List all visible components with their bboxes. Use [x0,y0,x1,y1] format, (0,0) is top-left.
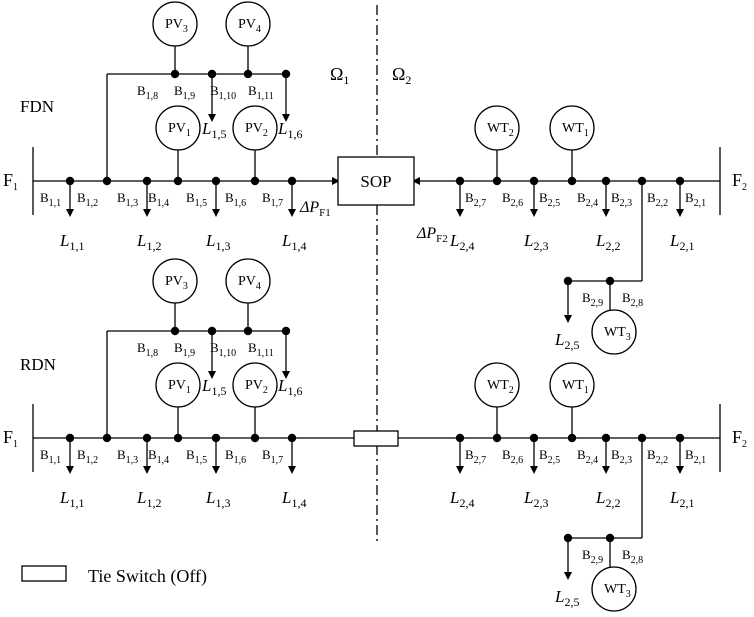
load-label: L1,4 [281,488,306,510]
bus-label: B1,4 [148,447,169,466]
load-label: L2,4 [449,231,474,253]
rdn-label: RDN [20,355,56,374]
wt3-generator-circle [591,309,637,355]
wt3-generator-label: WT3 [604,325,631,343]
load-label: L2,4 [449,488,474,510]
bus-label: B2,3 [611,447,632,466]
wt1-generator-label: WT1 [562,378,589,396]
feeder-f1-label: F1 [3,427,18,450]
delta-p-f1-label: ΔPF1 [299,199,331,219]
bus-label: B1,4 [148,190,169,209]
bus-label: B2,2 [647,190,668,209]
bus-label: B1,3 [117,447,138,466]
pv1-generator-label: PV1 [168,378,191,396]
pv2-generator-label: PV2 [245,378,268,396]
load-label: L1,2 [136,231,161,253]
bus-label: B2,5 [539,447,560,466]
bus-label: B2,7 [465,447,486,466]
load-label: L1,4 [281,231,306,253]
bus-label: B2,5 [539,190,560,209]
load-label: L1,6 [277,119,302,141]
bus-label: B1,5 [186,190,207,209]
bus-label: B1,6 [225,447,246,466]
load-label: L1,3 [205,231,230,253]
bus-label: B2,1 [685,190,706,209]
pv4-generator-label: PV4 [238,17,261,35]
load-label: L1,1 [59,231,84,253]
pv3-generator-label: PV3 [165,274,188,292]
wt1-generator-label: WT1 [562,121,589,139]
tie-switch [353,430,399,447]
bus-label: B2,9 [582,290,603,309]
bus-label: B1,10 [210,340,236,359]
load-label: L2,5 [554,330,579,352]
load-label: L2,3 [523,231,548,253]
load-label: L1,6 [277,376,302,398]
load-label: L2,2 [595,488,620,510]
load-label: L2,1 [669,488,694,510]
load-label: L1,1 [59,488,84,510]
bus-label: B2,8 [622,547,643,566]
fdn-label: FDN [20,97,54,116]
bus-label: B1,6 [225,190,246,209]
bus-label: B2,3 [611,190,632,209]
wt2-generator-label: WT2 [487,121,514,139]
load-label: L1,5 [201,119,226,141]
bus-label: B2,4 [577,447,598,466]
bus-label: B1,9 [174,83,195,102]
pv3-generator-label: PV3 [165,17,188,35]
bus-label: B1,7 [262,190,283,209]
sop-label: SOP [360,172,391,191]
pv2-generator-label: PV2 [245,121,268,139]
sop-box [337,156,415,206]
omega1-label: Ω1 [330,64,349,87]
bus-label: B1,2 [77,190,98,209]
bus-label: B2,7 [465,190,486,209]
legend-tie-switch-symbol [21,565,67,582]
bus-label: B1,11 [248,83,274,102]
bus-label: B2,6 [502,190,523,209]
bus-label: B1,7 [262,447,283,466]
pv4-generator-label: PV4 [238,274,261,292]
delta-p-f2-label: ΔPF2 [416,225,448,245]
load-label: L2,3 [523,488,548,510]
load-label: L1,3 [205,488,230,510]
bus-label: B1,11 [248,340,274,359]
bus-label: B1,2 [77,447,98,466]
bus-label: B2,1 [685,447,706,466]
bus-label: B1,8 [137,340,158,359]
bus-label: B1,9 [174,340,195,359]
load-label: L2,2 [595,231,620,253]
bus-label: B2,9 [582,547,603,566]
omega2-label: Ω2 [392,64,411,87]
bus-label: B1,1 [40,190,61,209]
load-label: L2,1 [669,231,694,253]
bus-label: B1,10 [210,83,236,102]
bus-label: B1,8 [137,83,158,102]
bus-label: B2,4 [577,190,598,209]
legend-tie-switch-label: Tie Switch (Off) [88,566,207,587]
feeder-f2-label: F2 [732,170,747,193]
load-label: L2,5 [554,587,579,609]
load-label: L1,2 [136,488,161,510]
bus-label: B2,6 [502,447,523,466]
bus-label: B1,1 [40,447,61,466]
bus-label: B1,3 [117,190,138,209]
feeder-f1-label: F1 [3,170,18,193]
wt3-generator-label: WT3 [604,582,631,600]
pv1-generator-label: PV1 [168,121,191,139]
feeder-f2-label: F2 [732,427,747,450]
wt2-generator-label: WT2 [487,378,514,396]
wt3-generator-circle [591,566,637,612]
bus-label: B2,8 [622,290,643,309]
bus-label: B1,5 [186,447,207,466]
load-label: L1,5 [201,376,226,398]
bus-label: B2,2 [647,447,668,466]
